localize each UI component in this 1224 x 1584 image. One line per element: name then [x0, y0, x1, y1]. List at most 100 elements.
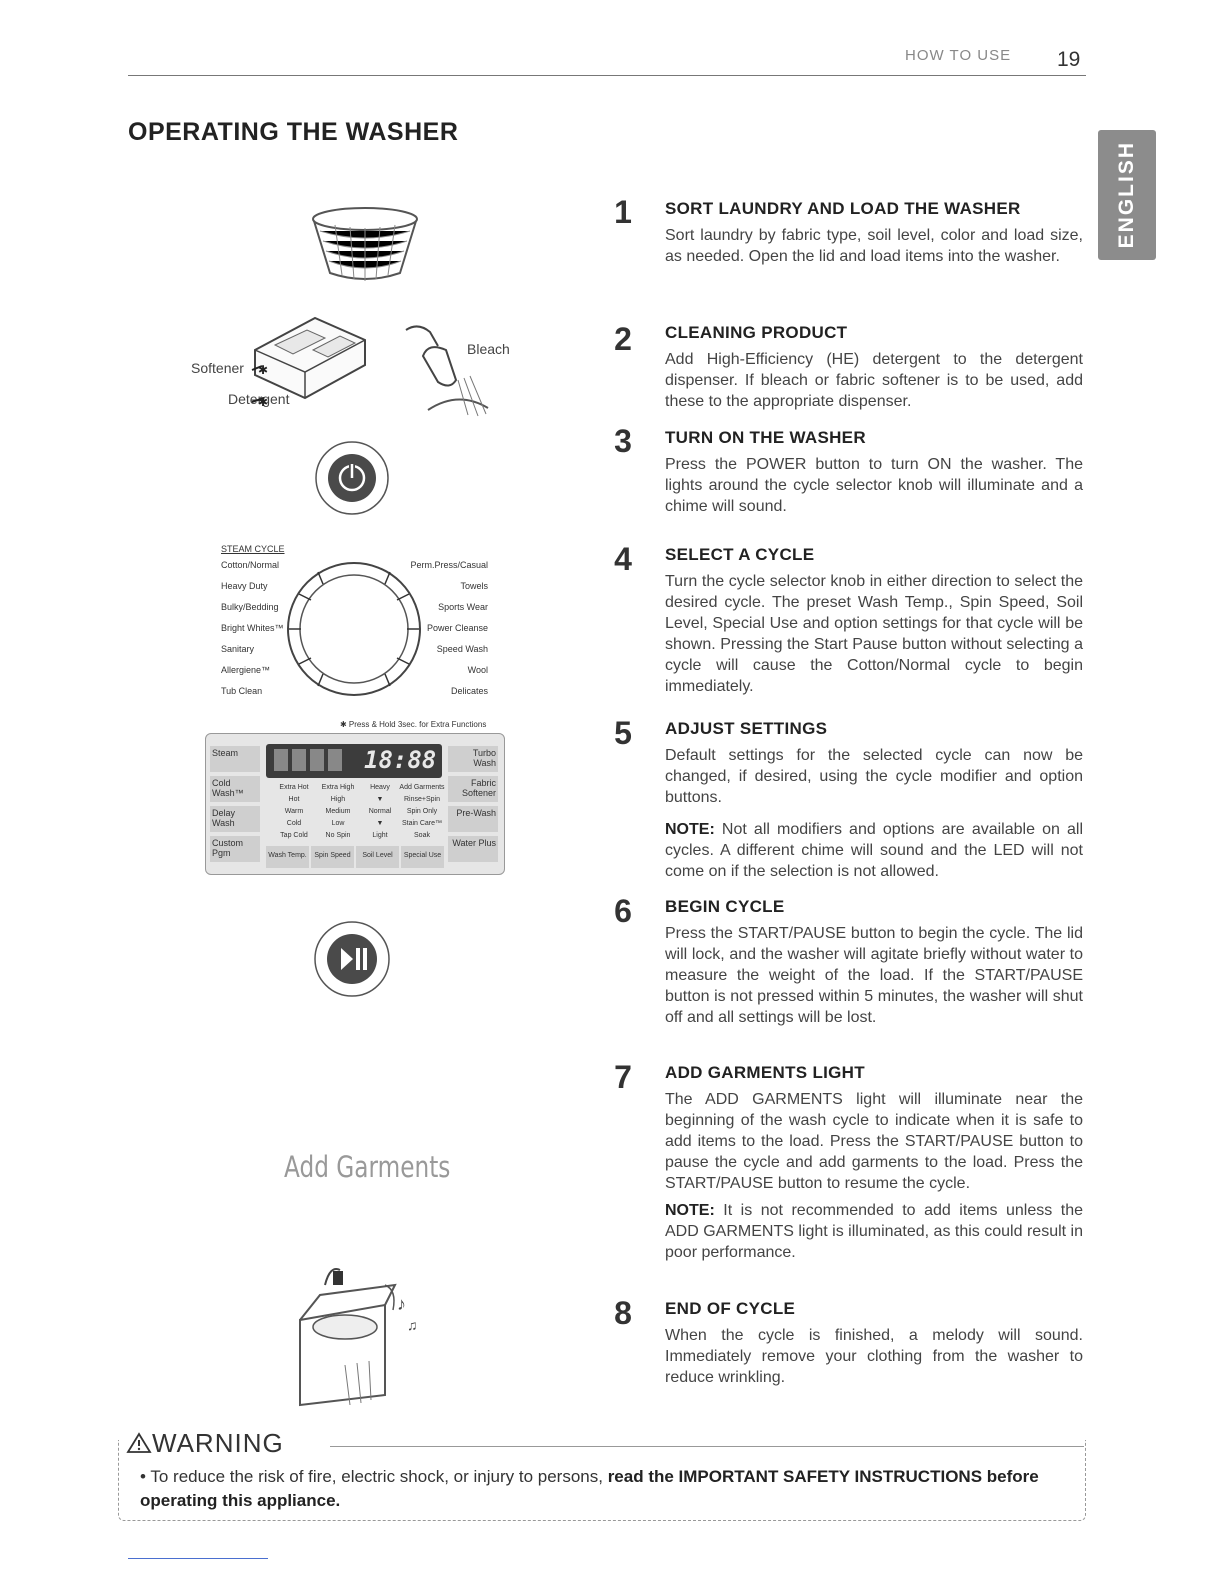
- warning-text: • To reduce the risk of fire, electric s…: [140, 1465, 1070, 1513]
- cycle-label: Heavy Duty: [221, 581, 268, 591]
- washer-with-garments-icon: ♪ ♫: [299, 1268, 418, 1407]
- note-label: NOTE:: [665, 1202, 715, 1219]
- option-label: Spin Only: [406, 808, 438, 815]
- option-label: ▼: [376, 820, 384, 827]
- step-body: Turn the cycle selector knob in either d…: [665, 573, 1083, 695]
- step-title: END OF CYCLE: [665, 1299, 796, 1318]
- option-label: Soak: [414, 832, 430, 839]
- note-label: NOTE:: [665, 821, 715, 838]
- step-body: When the cycle is finished, a melody wil…: [665, 1327, 1083, 1386]
- step-title: ADD GARMENTS LIGHT: [665, 1063, 865, 1082]
- cycle-label: Speed Wash: [436, 644, 488, 654]
- warning-text-bold: read the IMPORTANT SAFETY INSTRUCTIONS b…: [140, 1467, 1039, 1510]
- dispenser-drawer-icon: [254, 316, 366, 400]
- option-label: High: [330, 796, 346, 803]
- header-divider: [128, 75, 1086, 76]
- cold-wash-button: Cold Wash™: [210, 776, 260, 802]
- pre-wash-button: Pre-Wash: [448, 806, 498, 832]
- spin-speed-options: Extra High High Medium Low No Spin: [316, 784, 360, 844]
- svg-text:✱: ✱: [258, 363, 268, 377]
- step-body: Default settings for the selected cycle …: [665, 747, 1083, 806]
- cycle-label: Tub Clean: [221, 686, 263, 696]
- special-use-options: Add Garments Rinse+Spin Spin Only Stain …: [398, 784, 446, 844]
- step-body: The ADD GARMENTS light will illuminate n…: [665, 1091, 1083, 1192]
- option-label: Hot: [288, 796, 300, 803]
- step-number: 7: [614, 1059, 632, 1095]
- step-body: Press the START/PAUSE button to begin th…: [665, 925, 1083, 1026]
- svg-text:♪: ♪: [397, 1294, 406, 1314]
- softener-label: Softener: [191, 360, 244, 376]
- language-tab: ENGLISH: [1098, 130, 1156, 260]
- water-plus-button: Water Plus: [448, 836, 498, 862]
- svg-text:✱: ✱: [258, 395, 268, 409]
- warning-title: WARNING: [152, 1428, 284, 1458]
- option-label: Light: [372, 832, 388, 839]
- knob-right-cycles: Perm.Press/Casual Towels Sports Wear Pow…: [396, 560, 488, 707]
- steam-button: Steam: [210, 746, 260, 772]
- step-number: 3: [614, 423, 632, 459]
- cycle-label: Allergiene™: [221, 665, 271, 675]
- cycle-label: Power Cleanse: [426, 623, 488, 633]
- step-body: Sort laundry by fabric type, soil level,…: [665, 227, 1083, 265]
- panel-display: 18:88: [266, 744, 442, 778]
- cycle-label: Bright Whites™: [221, 623, 284, 633]
- step-title: TURN ON THE WASHER: [665, 428, 866, 447]
- option-label: Stain Care™: [401, 820, 443, 827]
- step-number: 6: [614, 893, 632, 929]
- delay-wash-button: Delay Wash: [210, 806, 260, 832]
- option-label: No Spin: [325, 832, 351, 839]
- knob-left-cycles: Cotton/Normal Heavy Duty Bulky/Bedding B…: [221, 560, 321, 707]
- bleach-pour-icon: [405, 325, 489, 417]
- warning-top-rule: [330, 1446, 1084, 1447]
- step-number: 5: [614, 715, 632, 751]
- step-title: BEGIN CYCLE: [665, 897, 785, 916]
- warning-heading: WARNING: [126, 1428, 290, 1459]
- warning-text-plain: To reduce the risk of fire, electric sho…: [150, 1467, 608, 1486]
- cycle-label: Sanitary: [221, 644, 255, 654]
- soil-level-options: Heavy ▼ Normal ▼ Light: [360, 784, 400, 844]
- bullet-icon: •: [140, 1467, 146, 1486]
- step-title: SORT LAUNDRY AND LOAD THE WASHER: [665, 199, 1021, 218]
- step-number: 1: [614, 194, 632, 230]
- footer-rule: [128, 1558, 268, 1559]
- step-body: Add High-Efficiency (HE) detergent to th…: [665, 351, 1083, 410]
- cycle-label: Perm.Press/Casual: [410, 560, 488, 570]
- option-label: Extra Hot: [279, 784, 309, 791]
- soil-level-button: Soil Level: [356, 846, 399, 868]
- laundry-basket-icon: [312, 207, 418, 281]
- time-display: 18:88: [364, 746, 437, 774]
- bleach-label: Bleach: [467, 341, 510, 357]
- svg-text:♫: ♫: [407, 1317, 418, 1333]
- step-title: CLEANING PRODUCT: [665, 323, 848, 342]
- turbo-wash-button: Turbo Wash: [448, 746, 498, 772]
- option-label: Low: [331, 820, 345, 827]
- start-pause-button-icon: [314, 921, 390, 997]
- special-use-button: Special Use: [401, 846, 444, 868]
- option-label: Rinse+Spin: [404, 796, 440, 803]
- step-title: ADJUST SETTINGS: [665, 719, 828, 738]
- steam-cycle-heading: STEAM CYCLE: [221, 544, 285, 554]
- step-number: 8: [614, 1295, 632, 1331]
- power-button-icon: [315, 441, 389, 515]
- step-number: 2: [614, 321, 632, 357]
- warning-box: [118, 1440, 1086, 1521]
- pointer-arrow-icon: ✱ ✱: [251, 363, 268, 409]
- panel-bottom-buttons: Wash Temp. Spin Speed Soil Level Special…: [266, 846, 444, 868]
- progress-indicator-icon: [274, 749, 344, 771]
- panel-right-buttons: Turbo Wash Fabric Softener Pre-Wash Wate…: [448, 746, 498, 862]
- step-body: Press the POWER button to turn ON the wa…: [665, 456, 1083, 515]
- spin-speed-button: Spin Speed: [311, 846, 354, 868]
- section-title: HOW TO USE: [905, 47, 1012, 64]
- fabric-softener-button: Fabric Softener: [448, 776, 498, 802]
- wash-temp-button: Wash Temp.: [266, 846, 309, 868]
- step-note: NOTE: It is not recommended to add items…: [665, 1200, 1083, 1263]
- step-title: SELECT A CYCLE: [665, 545, 815, 564]
- cycle-selector-knob: [287, 562, 421, 696]
- option-label: Heavy: [370, 784, 390, 791]
- option-label: Tap Cold: [280, 832, 308, 839]
- cycle-label: Cotton/Normal: [221, 560, 280, 570]
- page-title: OPERATING THE WASHER: [128, 118, 459, 146]
- option-label: Add Garments: [399, 784, 445, 791]
- option-label: Cold: [286, 820, 302, 827]
- option-label: Warm: [284, 808, 304, 815]
